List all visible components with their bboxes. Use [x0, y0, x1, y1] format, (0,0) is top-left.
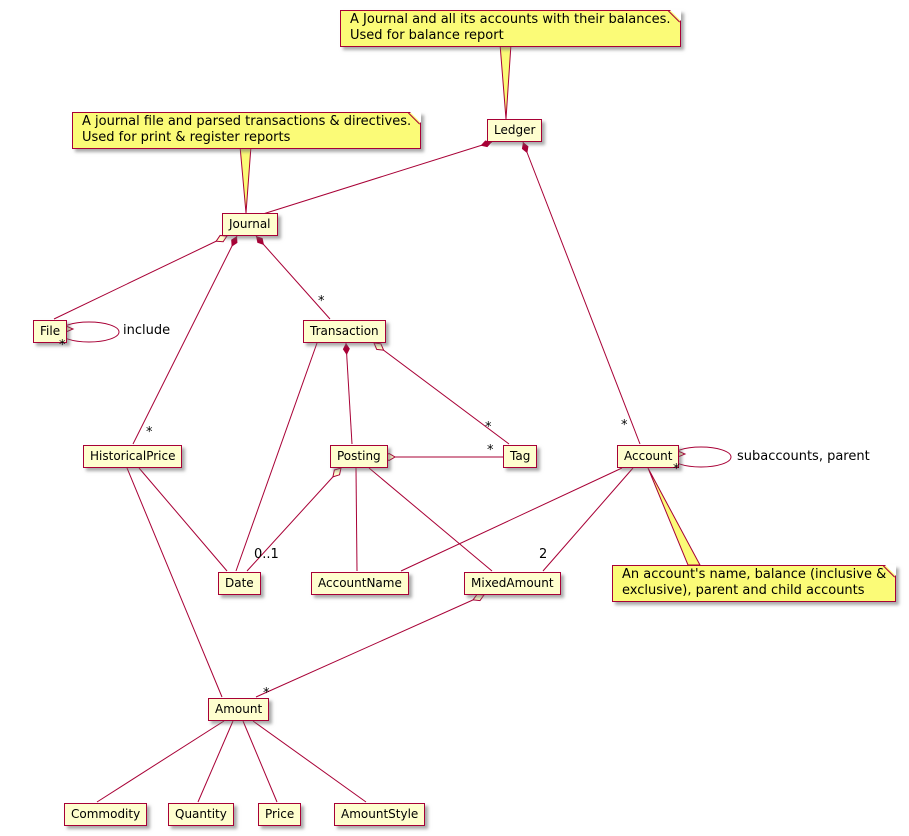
mult-ledger-account: * — [621, 418, 628, 433]
class-quantity: Quantity — [168, 803, 234, 826]
edge-journal-transaction — [255, 235, 331, 320]
edge-mixedamount-amount — [255, 593, 485, 698]
class-amount: Amount — [208, 698, 270, 721]
mult-journal-transaction: * — [318, 294, 325, 309]
note-ledger: A Journal and all its accounts with thei… — [340, 10, 681, 47]
note-connector-ledger — [499, 43, 512, 120]
class-tag: Tag — [503, 445, 538, 468]
edge-journal-historicalprice — [132, 235, 238, 445]
edge-amount-commodity — [96, 720, 225, 803]
edge-ledger-journal — [262, 140, 493, 215]
class-commodity: Commodity — [64, 803, 148, 826]
class-transaction: Transaction — [303, 320, 386, 343]
note-connector-account — [647, 467, 701, 566]
mult-mixedamount-amount: * — [263, 686, 270, 701]
edge-ledger-account — [521, 141, 641, 445]
edge-posting-mixedamount — [368, 467, 493, 572]
edge-account-self-loop — [670, 446, 732, 468]
mult-account-mixedamount: 2 — [539, 547, 548, 562]
class-ledger: Ledger — [487, 119, 543, 142]
edge-amount-amountstyle — [252, 720, 367, 803]
class-amountstyle: AmountStyle — [334, 803, 426, 826]
class-mixedamount: MixedAmount — [464, 572, 561, 595]
edge-historicalprice-amount — [126, 467, 223, 698]
mult-posting-date: 0..1 — [254, 547, 279, 562]
label-file-include: include — [123, 323, 171, 338]
note-connector-journal — [239, 145, 252, 214]
edge-file-self-loop — [58, 321, 120, 343]
class-file: File — [33, 320, 68, 343]
mult-account-self: * — [673, 462, 680, 477]
edge-transaction-posting — [342, 342, 353, 445]
edge-historicalprice-date — [138, 467, 228, 572]
edge-journal-file — [53, 234, 228, 320]
note-journal: A journal file and parsed transactions &… — [72, 112, 422, 149]
edge-account-mixedamount — [542, 467, 634, 572]
note-account: An account's name, balance (inclusive & … — [612, 565, 897, 602]
class-historicalprice: HistoricalPrice — [83, 445, 183, 468]
class-account: Account — [617, 445, 680, 468]
class-posting: Posting — [330, 445, 388, 468]
edge-amount-price — [242, 720, 278, 803]
class-price: Price — [258, 803, 302, 826]
mult-journal-historicalprice: * — [146, 425, 153, 440]
class-accountname: AccountName — [311, 572, 409, 595]
edge-transaction-date — [235, 342, 318, 572]
edge-amount-quantity — [197, 720, 234, 803]
edge-posting-accountname — [355, 467, 358, 572]
mult-posting-tag: * — [487, 443, 494, 458]
class-journal: Journal — [222, 213, 278, 236]
class-date: Date — [218, 572, 261, 595]
label-account-subaccounts: subaccounts, parent — [737, 449, 870, 464]
edge-account-accountname — [400, 467, 623, 572]
mult-file-self: * — [59, 338, 66, 353]
edge-transaction-tag — [373, 342, 510, 445]
mult-transaction-tag: * — [485, 420, 492, 435]
edge-posting-date — [246, 467, 342, 572]
